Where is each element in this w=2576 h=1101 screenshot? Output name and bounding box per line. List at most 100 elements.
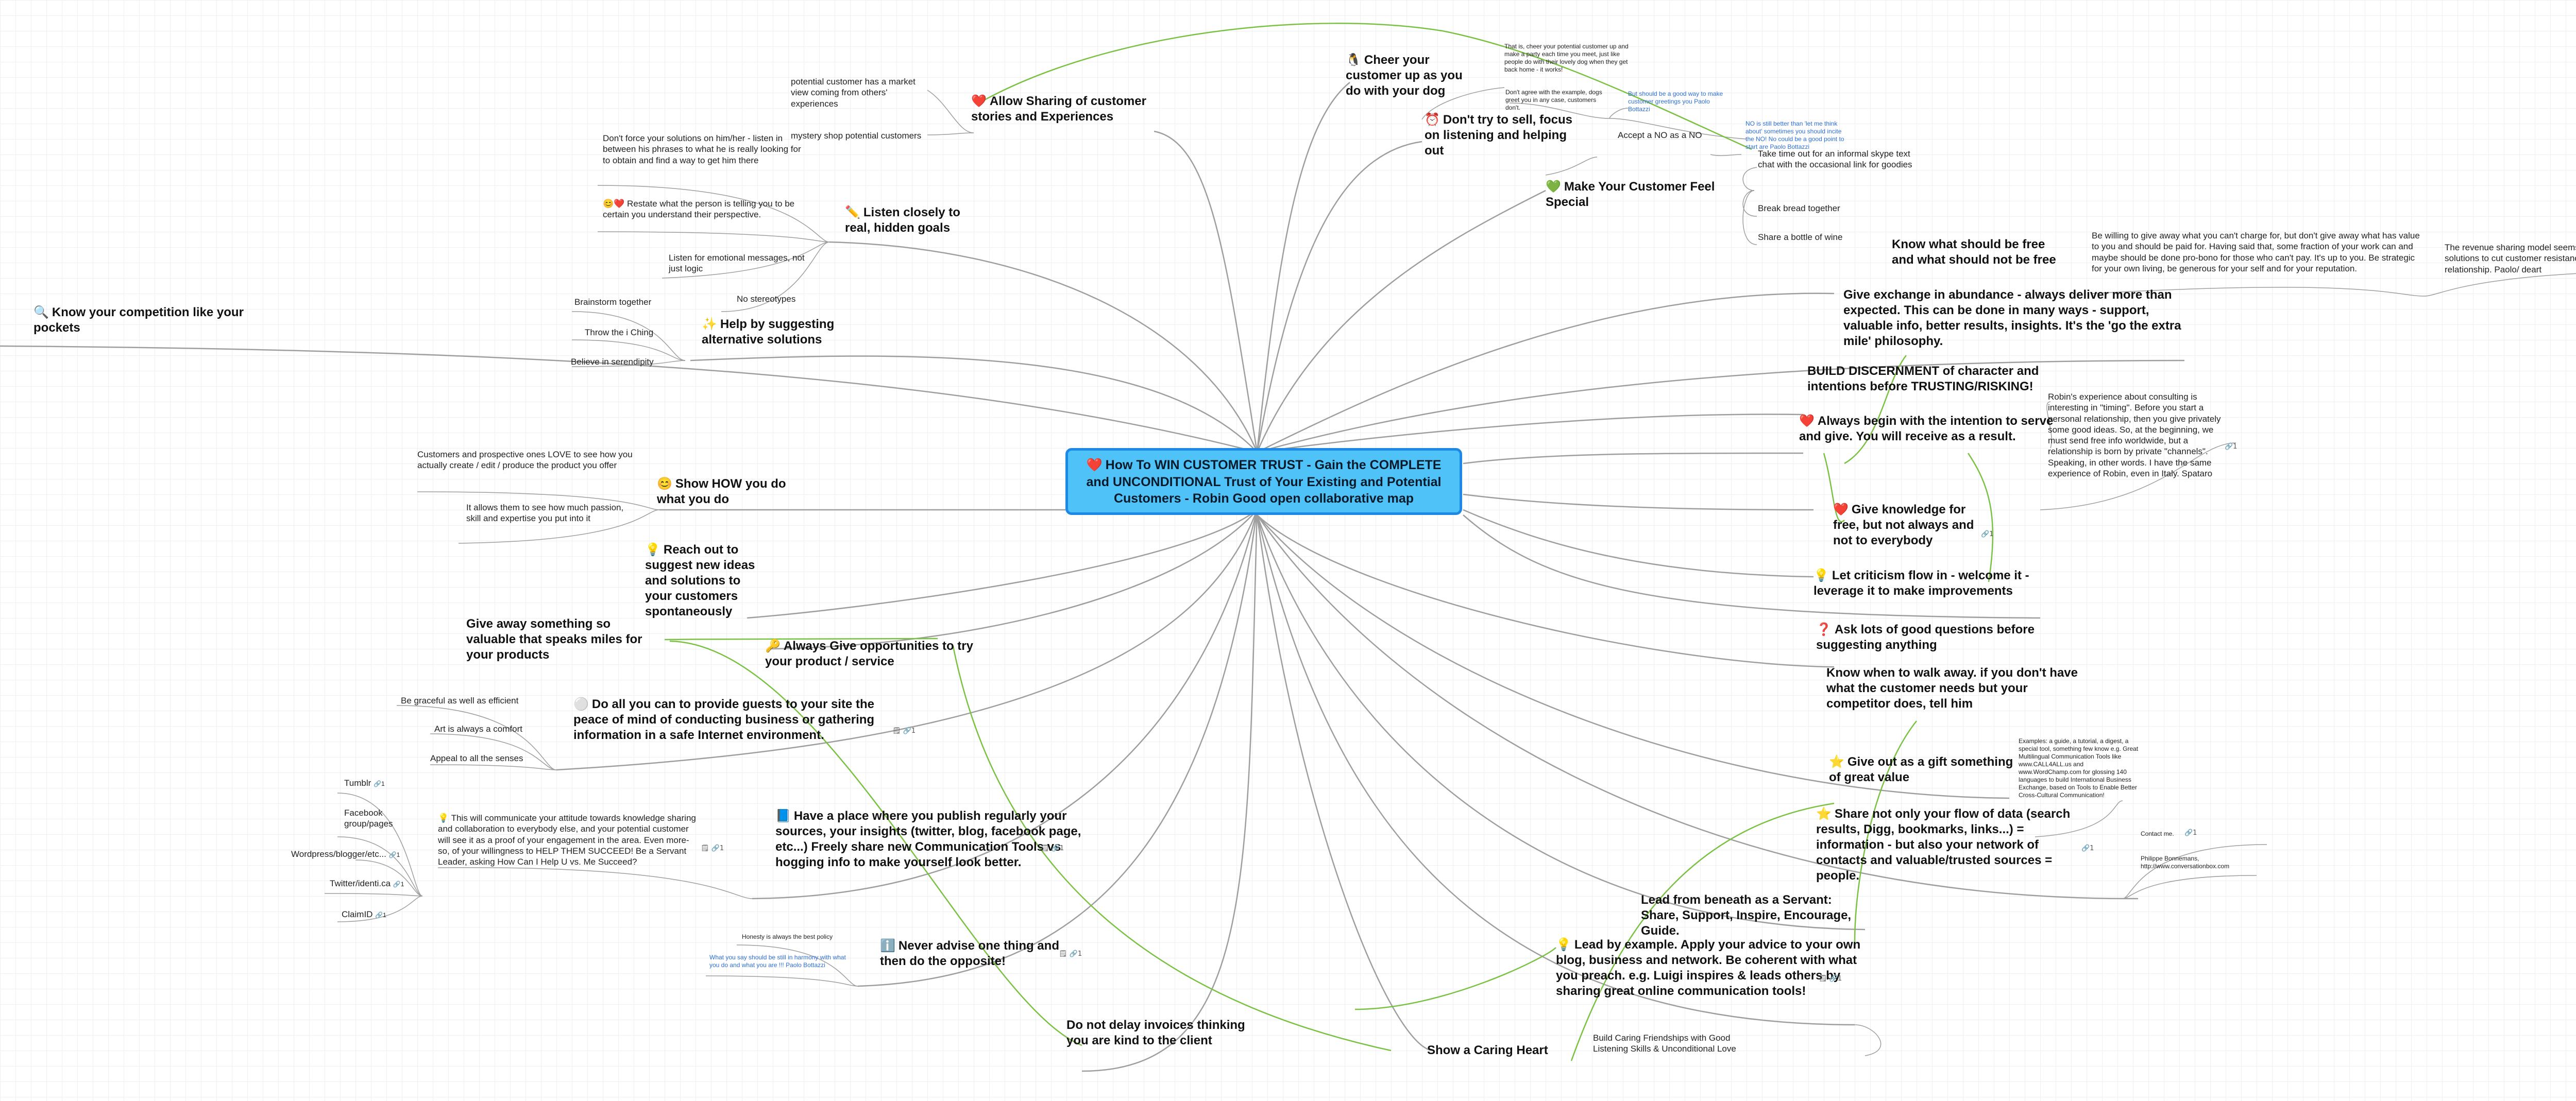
topic-cheer-customer[interactable]: 🐧Cheer your customer up as you do with y… — [1346, 53, 1475, 99]
topic-give-out-as-gift-text: Give out as a gift something of great va… — [1829, 755, 2013, 784]
central-topic[interactable]: ❤️How To WIN CUSTOMER TRUST - Gain the C… — [1065, 448, 1462, 515]
topic-publish-regularly[interactable]: 📘Have a place where you publish regularl… — [775, 808, 1095, 870]
note-link-badge[interactable]: 🗒 🔗1 — [1819, 975, 1842, 983]
topic-publish-sub-1[interactable]: 💡 This will communicate your attitude to… — [438, 813, 696, 867]
topic-help-sub-3[interactable]: Believe in serendipity — [571, 357, 654, 367]
topic-feel-special-sub-1[interactable]: Take time out for an informal skype text… — [1758, 149, 1912, 170]
topic-give-opportunities[interactable]: 🔑Always Give opportunities to try your p… — [765, 639, 987, 669]
topic-help-suggesting[interactable]: ✨Help by suggesting alternative solution… — [702, 317, 867, 348]
topic-listen-closely[interactable]: ✏️Listen closely to real, hidden goals — [845, 205, 979, 236]
service-tumblr[interactable]: Tumblr 🔗1 — [344, 778, 385, 788]
topic-give-knowledge-free[interactable]: ❤️Give knowledge for free, but not alway… — [1833, 502, 1988, 548]
sub-branch-lines — [324, 87, 2576, 1056]
topic-make-customer-feel-special[interactable]: 💚Make Your Customer Feel Special — [1546, 179, 1747, 210]
topic-peace-sub-3[interactable]: Appeal to all the senses — [430, 753, 523, 763]
note-link-badge[interactable]: 🗒 🔗1 — [701, 845, 724, 852]
topic-dont-try-to-sell-text: Don't try to sell, focus on listening an… — [1425, 113, 1572, 158]
topic-cheer-sub-1[interactable]: That is, cheer your potential customer u… — [1504, 43, 1629, 73]
info-icon: ℹ️ — [880, 939, 895, 953]
topic-lead-from-beneath[interactable]: Lead from beneath as a Servant: Share, S… — [1641, 893, 1852, 938]
topic-share-network-text: Share not only your flow of data (search… — [1816, 807, 2071, 883]
topic-peace-sub-1[interactable]: Be graceful as well as efficient — [401, 696, 519, 706]
topic-feel-special-sub-2[interactable]: Break bread together — [1758, 203, 1840, 213]
topic-free-sub-1[interactable]: Be willing to give away what you can't c… — [2092, 231, 2420, 273]
service-claimid[interactable]: ClaimID 🔗1 — [342, 909, 409, 920]
topic-feel-special-sub-3[interactable]: Share a bottle of wine — [1758, 232, 1843, 242]
topic-peace-sub-2[interactable]: Art is always a comfort — [434, 724, 522, 734]
topic-gift-sub-1[interactable]: Examples: a guide, a tutorial, a digest,… — [2019, 737, 2139, 799]
service-wordpress[interactable]: Wordpress/blogger/etc... 🔗1 — [291, 849, 410, 859]
topic-dont-try-to-sell[interactable]: ⏰Don't try to sell, focus on listening a… — [1425, 112, 1574, 159]
topic-share-network-sub-2[interactable]: Philippe Bonnemans, http://www.conversat… — [2141, 855, 2230, 870]
topic-lead-by-example-text: Lead by example. Apply your advice to yo… — [1556, 938, 1861, 998]
topic-let-criticism-flow[interactable]: 💡Let criticism flow in - welcome it - le… — [1814, 568, 2050, 599]
service-facebook[interactable]: Facebook group/pages — [344, 807, 416, 830]
topic-never-advise-sub-2[interactable]: What you say should be still in harmony … — [709, 954, 846, 969]
link-badge[interactable]: 🔗1 — [2184, 829, 2197, 837]
topic-share-network[interactable]: ⭐Share not only your flow of data (searc… — [1816, 806, 2089, 884]
topic-listen-sub-3[interactable]: Listen for emotional messages, not just … — [669, 253, 805, 274]
topic-caring-sub-1[interactable]: Build Caring Friendships with Good Liste… — [1593, 1033, 1736, 1054]
link-badge: 🔗1 — [375, 911, 386, 919]
sparkle-icon: ✨ — [702, 317, 717, 331]
note-link-badge[interactable]: 🗒 🔗1 — [1059, 950, 1082, 958]
topic-listen-sub-2[interactable]: 😊❤️ Restate what the person is telling y… — [603, 199, 795, 220]
topic-know-what-free[interactable]: Know what should be free and what should… — [1892, 237, 2056, 267]
question-mark-icon: ❓ — [1816, 623, 1832, 636]
link-badge[interactable]: 🔗1 — [1981, 530, 1994, 538]
topic-do-not-delay-invoices[interactable]: Do not delay invoices thinking you are k… — [1066, 1018, 1245, 1047]
topic-give-exchange-abundance[interactable]: Give exchange in abundance - always deli… — [1843, 288, 2181, 348]
topic-never-advise[interactable]: ℹ️Never advise one thing and then do the… — [880, 938, 1076, 969]
topic-never-advise-sub-1[interactable]: Honesty is always the best policy — [742, 933, 833, 940]
topic-ask-good-questions[interactable]: ❓Ask lots of good questions before sugge… — [1816, 622, 2048, 653]
topic-know-competition[interactable]: 🔍Know your competition like your pockets — [33, 305, 250, 336]
lightbulb-icon: 💡 — [1556, 938, 1571, 952]
topic-show-caring-heart[interactable]: Show a Caring Heart — [1427, 1043, 1548, 1057]
note-link-badge[interactable]: 🗒 🔗1 — [1041, 845, 1064, 852]
topic-intention-to-serve[interactable]: ❤️Always begin with the intention to ser… — [1799, 414, 2057, 444]
topic-allow-sharing-sub-1[interactable]: potential customer has a market view com… — [791, 77, 916, 109]
topic-let-criticism-flow-text: Let criticism flow in - welcome it - lev… — [1814, 569, 2029, 598]
topic-help-sub-2[interactable]: Throw the i Ching — [585, 328, 654, 337]
topic-serve-sub-1[interactable]: Robin's experience about consulting is i… — [2048, 392, 2221, 478]
link-badge[interactable]: 🔗1 — [2081, 845, 2094, 852]
topic-intention-to-serve-text: Always begin with the intention to serve… — [1799, 414, 2054, 443]
topic-help-suggesting-text: Help by suggesting alternative solutions — [702, 317, 835, 347]
topic-cheer-sub-3[interactable]: But should be a good way to make custome… — [1628, 90, 1723, 113]
topic-ask-good-questions-text: Ask lots of good questions before sugges… — [1816, 623, 2035, 652]
topic-allow-sharing-sub-2[interactable]: mystery shop potential customers — [791, 131, 922, 141]
topic-give-knowledge-free-text: Give knowledge for free, but not always … — [1833, 503, 1974, 547]
topic-show-how-sub-2[interactable]: It allows them to see how much passion, … — [466, 503, 624, 524]
topic-listen-sub-1[interactable]: Don't force your solutions on him/her - … — [603, 133, 801, 165]
star-icon: ⭐ — [1829, 755, 1844, 769]
link-badge[interactable]: 🔗1 — [2225, 443, 2238, 451]
topic-give-out-as-gift[interactable]: ⭐Give out as a gift something of great v… — [1829, 754, 2025, 785]
service-label: ClaimID — [342, 909, 373, 919]
heart-icon: ❤️ — [1799, 414, 1815, 428]
topic-show-how-sub-1[interactable]: Customers and prospective ones LOVE to s… — [417, 450, 633, 471]
topic-build-discernment[interactable]: BUILD DISCERNMENT of character and inten… — [1807, 364, 2039, 393]
topic-dont-sell-sub-1[interactable]: Accept a NO as a NO — [1618, 130, 1702, 140]
topic-listen-sub-4[interactable]: No stereotypes — [737, 294, 796, 304]
topic-allow-sharing[interactable]: ❤️Allow Sharing of customer stories and … — [971, 94, 1157, 125]
topic-dont-sell-sub-2[interactable]: NO is still better than 'let me think ab… — [1745, 120, 1844, 150]
note-link-badge[interactable]: 🗒 🔗1 — [892, 727, 916, 735]
topic-lead-by-example[interactable]: 💡Lead by example. Apply your advice to y… — [1556, 937, 1865, 999]
topic-cheer-customer-text: Cheer your customer up as you do with yo… — [1346, 53, 1463, 98]
topic-give-away-valuable[interactable]: Give away something so valuable that spe… — [466, 617, 642, 662]
link-badge: 🔗1 — [374, 780, 385, 787]
service-label: Tumblr — [344, 778, 371, 788]
branch-lines — [0, 82, 2185, 1072]
key-icon: 🔑 — [765, 639, 781, 653]
topic-cheer-sub-2[interactable]: Don't agree with the example, dogs greet… — [1505, 89, 1602, 111]
topic-publish-regularly-text: Have a place where you publish regularly… — [775, 809, 1081, 869]
topic-know-when-to-walk-away[interactable]: Know when to walk away. if you don't hav… — [1826, 666, 2078, 711]
topic-share-network-sub-1[interactable]: Contact me. — [2141, 830, 2174, 837]
magnifier-icon: 🔍 — [33, 305, 49, 319]
topic-help-sub-1[interactable]: Brainstorm together — [574, 297, 652, 307]
topic-show-how[interactable]: 😊Show HOW you do what you do — [657, 476, 806, 507]
service-twitter[interactable]: Twitter/identi.ca 🔗1 — [330, 878, 422, 889]
topic-reach-out[interactable]: 💡Reach out to suggest new ideas and solu… — [645, 542, 764, 620]
topic-peace-of-mind[interactable]: ⚪Do all you can to provide guests to you… — [573, 697, 893, 743]
